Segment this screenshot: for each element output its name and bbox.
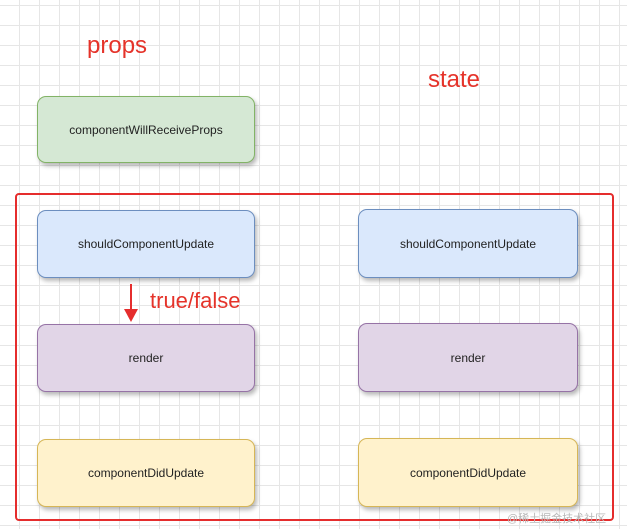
true-false-label: true/false [150, 288, 241, 313]
state-should-component-update-node: shouldComponentUpdate [358, 209, 578, 278]
state-render-node: render [358, 323, 578, 392]
props-component-did-update-node: componentDidUpdate [37, 439, 255, 507]
state-component-did-update-node: componentDidUpdate [358, 438, 578, 507]
props-should-component-update-node: shouldComponentUpdate [37, 210, 255, 278]
state-label: state [428, 66, 481, 93]
watermark: @稀土掘金技术社区 [507, 513, 607, 525]
component-will-receive-props-node: componentWillReceiveProps [37, 96, 255, 163]
props-render-node: render [37, 324, 255, 392]
props-label: props [87, 32, 148, 59]
down-arrow-icon [124, 284, 138, 322]
update-cycle-frame [15, 193, 614, 521]
